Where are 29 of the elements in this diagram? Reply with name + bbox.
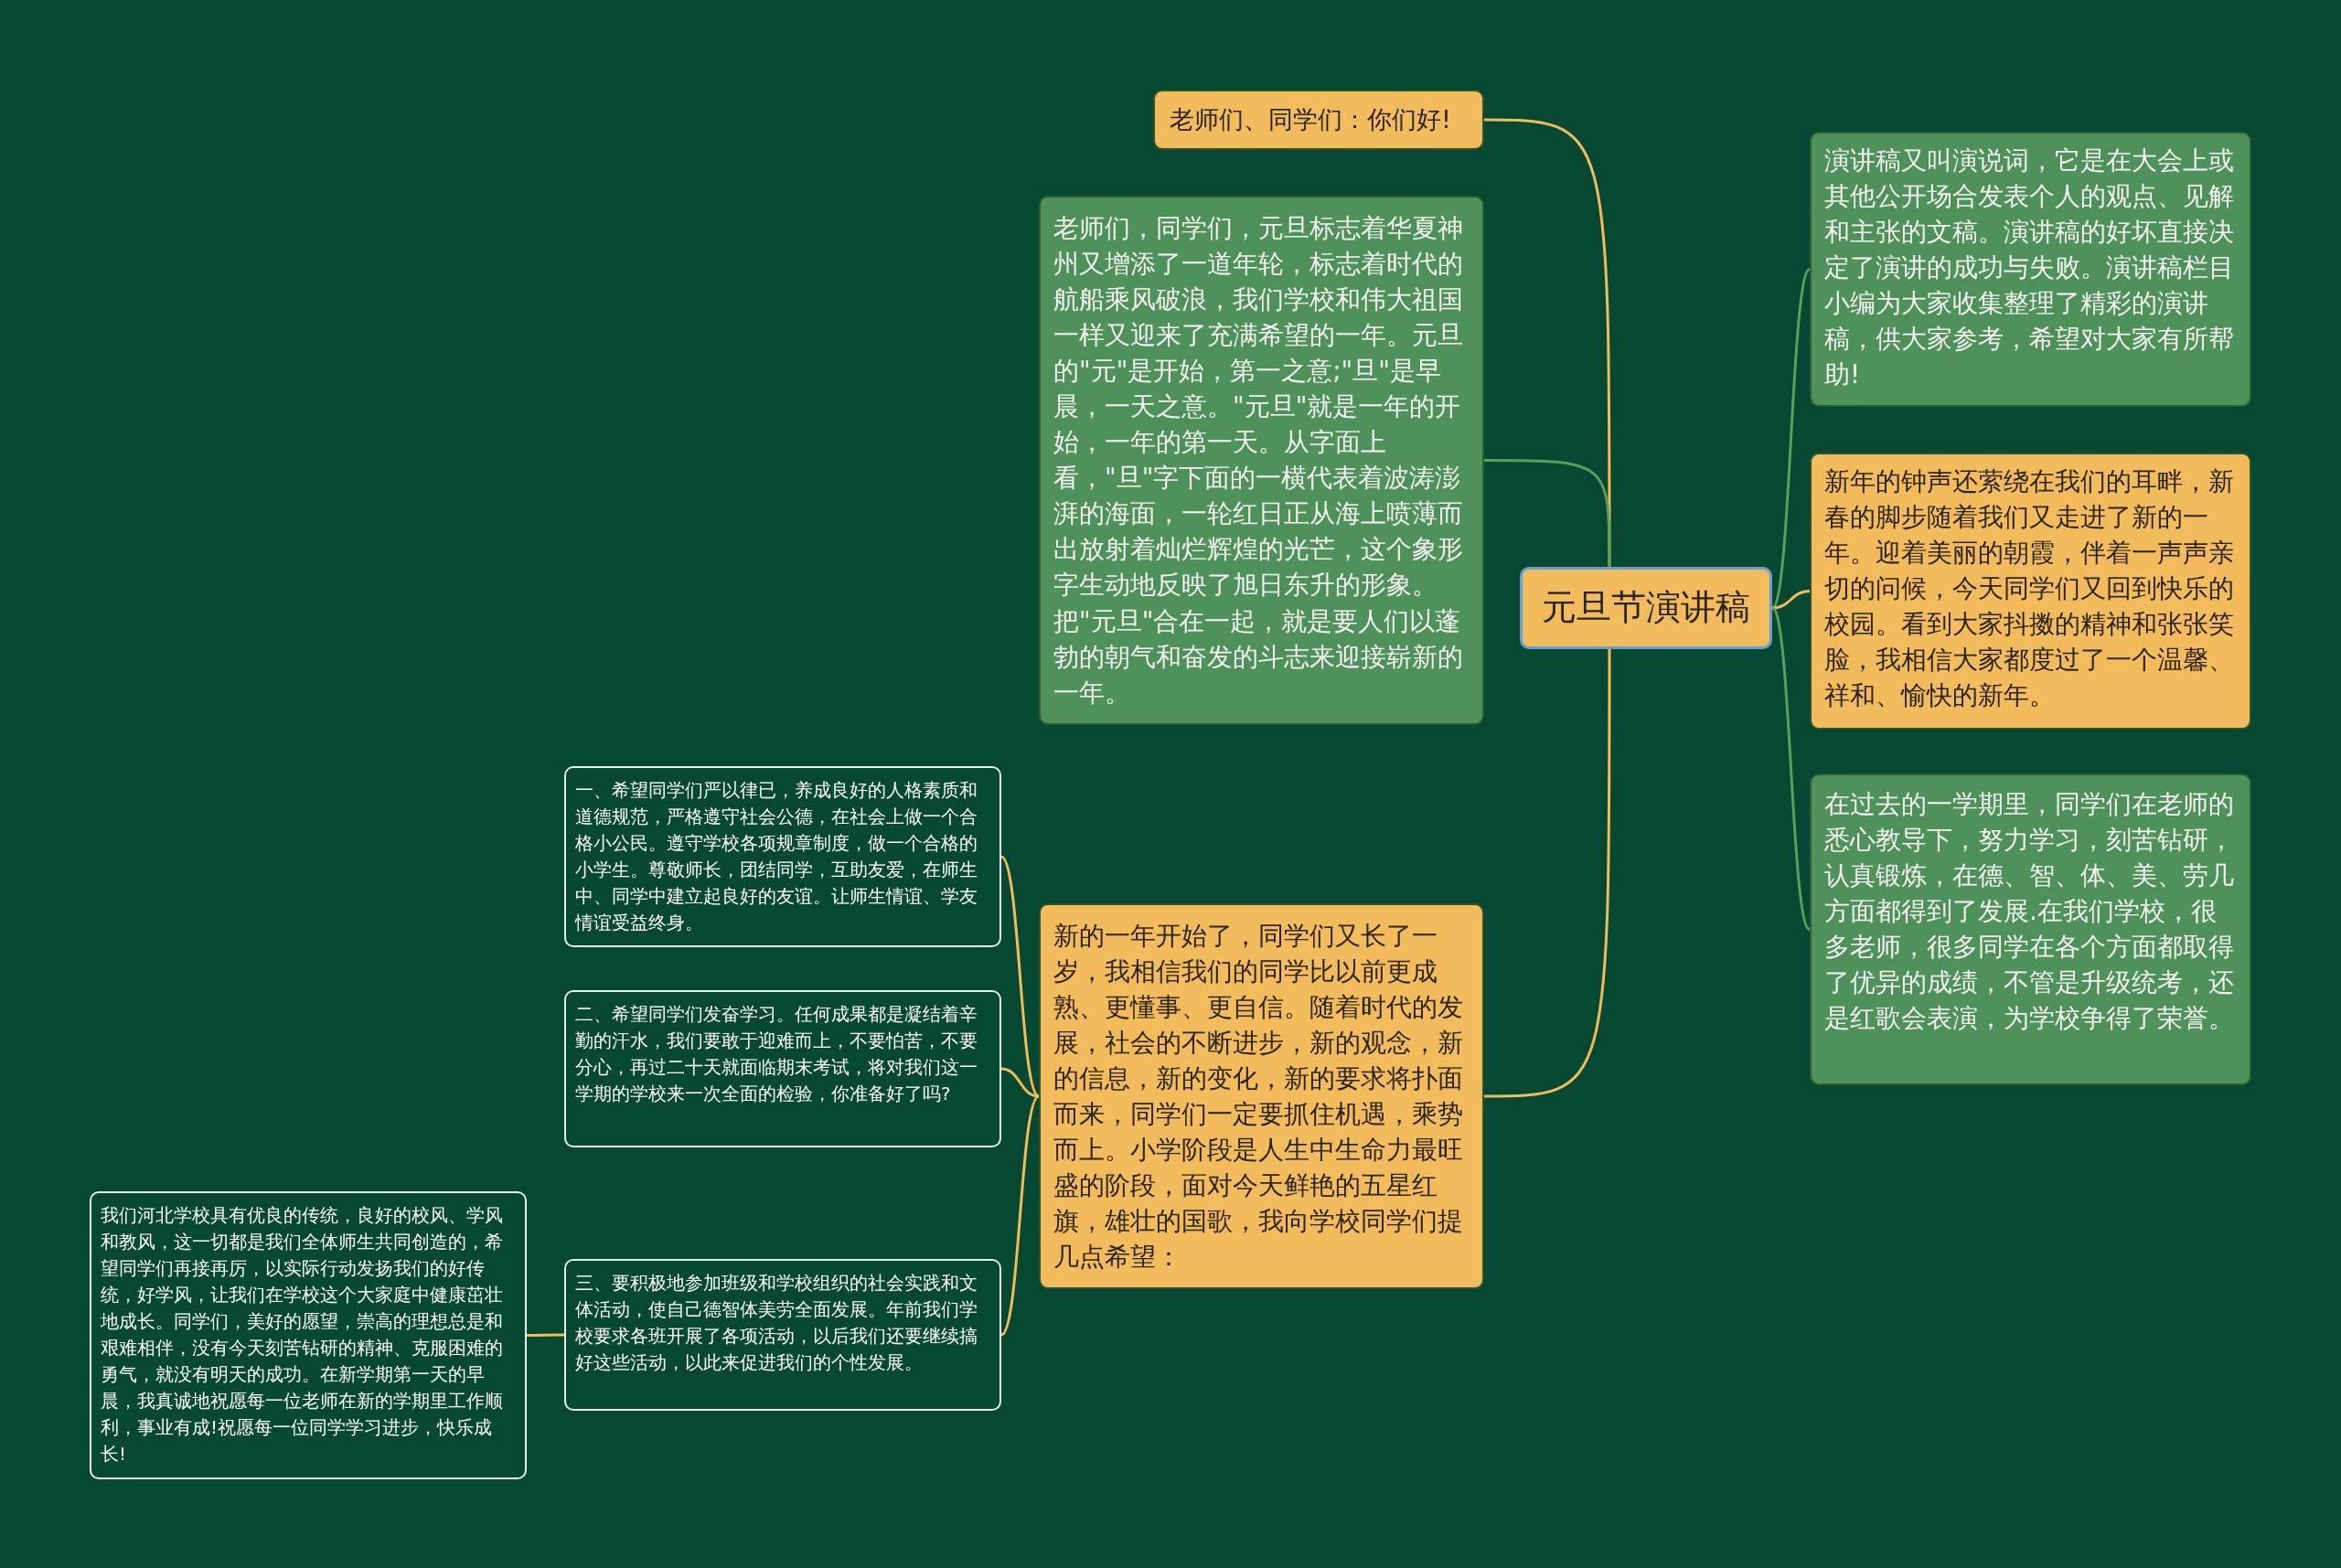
paragraph: 三、要积极地参加班级和学校组织的社会实践和文体活动，使自己德智体美劳全面发展。年前我们学校要求各班开展了各项活动，以后我们还要继续搞好这些活动，以此来促进我们的个性发展。: [575, 1271, 978, 1375]
text-box: [1810, 132, 2251, 407]
connector-line: [1484, 459, 1611, 567]
connector-line: [1484, 649, 1611, 1098]
connector-line: [1770, 607, 1812, 931]
topic-box: [1520, 567, 1772, 649]
text-box: [564, 1259, 1001, 1411]
connector-line: [1771, 590, 1811, 610]
paragraph: 新年的钟声还萦绕在我们的耳畔，新春的脚步随着我们又走进了新的一年。迎着美丽的朝霞，伴着一声声亲切的问候，今天同学们又回到快乐的校园。看到大家抖擞的精神和张张笑脸，我相信大家都度过了一个温馨、祥和、愉快的新年。: [1824, 465, 2235, 712]
topic-title: 元旦节演讲稿: [1542, 587, 1750, 629]
text-box: [564, 766, 1001, 947]
paragraph: 二、希望同学们发奋学习。任何成果都是凝结着辛勤的汗水，我们要敢于迎难而上，不要怕苦，不要分心，再过二十天就面临期末考试，将对我们这一学期的学校来一次全面的检验，你准备好了吗?: [575, 1002, 978, 1106]
text-box: [1810, 453, 2251, 730]
connector-line: [1770, 268, 1812, 609]
paragraph: 老师们，同学们，元旦标志着华夏神州又增添了一道年轮，标志着时代的航船乘风破浪，我们学校和伟大祖国一样又迎来了充满希望的一年。元旦的"元"是开始，第一之意;"旦"是早晨，一天之意。"元旦"就是一年的开始，一年的第一天。从字面上看，"旦"字下面的一横代表着波涛澎湃的海面，一轮红日正从海上喷薄而出放射着灿烂辉煌的光芒，这个象形字生动地反映了旭日东升的形象。把"元旦"合在一起，就是要人们以蓬勃的朝气和奋发的斗志来迎接崭新的一年。: [1053, 212, 1464, 709]
text-box: [1039, 903, 1484, 1290]
paragraph: 我们河北学校具有优良的传统，良好的校风、学风和教风，这一切都是我们全体师生共同创造的，希望同学们再接再厉，以实际行动发扬我们的好传统，好学风，让我们在学校这个大家庭中健康茁壮地成长。同学们，美好的愿望，崇高的理想总是和艰难相伴，没有今天刻苦钻研的精神、克服困难的勇气，就没有明天的成功。在新学期第一天的早晨，我真诚地祝愿每一位老师在新的学期里工作顺利，事业有成!祝愿每一位同学学习进步，快乐成长!: [101, 1203, 504, 1467]
text-box: [564, 990, 1001, 1147]
connector-line: [999, 1095, 1041, 1336]
connector-line: [1000, 1067, 1040, 1098]
paragraph: 演讲稿又叫演说词，它是在大会上或其他公开场合发表个人的观点、见解和主张的文稿。演讲稿的好坏直接决定了演讲的成功与失败。演讲稿栏目小编为大家收集整理了精彩的演讲稿，供大家参考，希望对大家有所帮助!: [1824, 144, 2235, 391]
text-box: [90, 1191, 527, 1479]
connector-line: [527, 1333, 564, 1337]
paragraph: 老师们、同学们：你们好!: [1170, 104, 1452, 135]
paragraph: 一、希望同学们严以律已，养成良好的人格素质和道德规范，严格遵守社会公德，在社会上做一个合格小公民。遵守学校各项规章制度，做一个合格的小学生。尊敬师长，团结同学，互助友爱，在师生中、同学中建立起良好的友谊。让师生情谊、学友情谊受益终身。: [575, 778, 978, 935]
greeting-box: [1153, 90, 1484, 150]
paragraph: 在过去的一学期里，同学们在老师的悉心教导下，努力学习，刻苦钻研，认真锻炼，在德、智、体、美、劳几方面都得到了发展.在我们学校，很多老师，很多同学在各个方面都取得了优异的成绩，不管是升级统考，还是红歌会表演，为学校争得了荣誉。: [1824, 788, 2235, 1035]
text-box: [1810, 773, 2251, 1085]
paragraph: 新的一年开始了，同学们又长了一岁，我相信我们的同学比以前更成熟、更懂事、更自信。随着时代的发展，社会的不断进步，新的观念，新的信息，新的变化，新的要求将扑面而来，同学们一定要抓住机遇，乘势而上。小学阶段是人生中生命力最旺盛的阶段，面对今天鲜艳的五星红旗，雄壮的国歌，我向学校同学们提几点希望：: [1053, 920, 1464, 1274]
